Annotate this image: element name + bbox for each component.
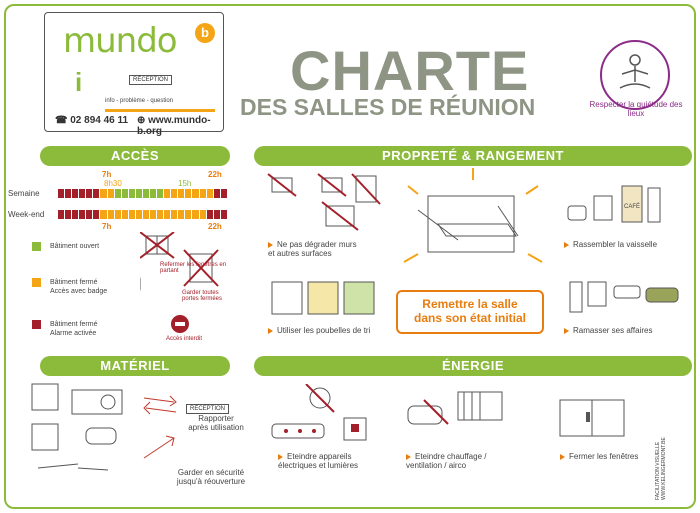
section-energie-banner: ÉNERGIE (254, 356, 692, 376)
cafe-label: CAFÉ (624, 204, 641, 210)
page-title: CHARTE (290, 39, 530, 102)
time-22h-weekend: 22h (208, 222, 222, 231)
note-forbidden: Accès interdit (166, 336, 203, 342)
window-icon (559, 399, 625, 437)
rule-windows: Fermer les fenêtres (560, 452, 638, 461)
contact-phone: ☎ 02 894 46 11 (55, 115, 129, 126)
meeting-room-icon (403, 168, 543, 263)
rule-belongings: Ramasser ses affaires (564, 326, 652, 335)
arrows-icon (143, 395, 177, 459)
legend-open-label: Bâtiment ouvert (50, 243, 100, 250)
schedule-weekday-bar (58, 189, 228, 198)
note-doors: Garder toutes portes fermées (182, 290, 223, 302)
time-15h: 15h (178, 179, 192, 188)
time-8h30: 8h30 (104, 179, 122, 188)
section-proprete-banner: PROPRETÉ & RANGEMENT (254, 146, 692, 166)
lights-off-icon (271, 384, 367, 441)
rule-lights: Eteindre appareils électriques et lumièr… (278, 452, 359, 470)
time-7h-weekend: 7h (102, 222, 112, 231)
windows-doors-icon (140, 232, 219, 333)
legend-alarm-label: Bâtiment fermé Alarme activée (50, 321, 98, 337)
time-22h: 22h (208, 170, 222, 179)
rule-keep: Garder en sécurité jusqu'à réouverture (176, 468, 246, 486)
meditation-icon (600, 40, 670, 110)
schedule-weekend-bar (58, 210, 228, 219)
logo-card: mundo b i RÉCEPTION info - problème - qu… (44, 12, 224, 137)
brand-logo: mundo (63, 21, 178, 61)
legend-badge-swatch (32, 278, 41, 287)
label-semaine: Semaine (8, 189, 40, 198)
rule-dishes: Rassembler la vaisselle (564, 240, 657, 249)
contact-website[interactable]: ⊕ www.mundo-b.org (137, 115, 211, 137)
page-subtitle: DES SALLES DE RÉUNION (240, 94, 536, 120)
legend-open-swatch (32, 242, 41, 251)
no-graffiti-icon (267, 173, 381, 231)
rule-walls: Ne pas dégrader murs et autres surfaces (268, 240, 357, 258)
materiel-reception-sign: RÉCEPTION (186, 404, 230, 414)
label-weekend: Week-end (8, 210, 45, 219)
card-ruler (105, 109, 215, 112)
note-windows: Refermer les fenêtres en partant (160, 262, 227, 274)
time-7h: 7h (102, 170, 112, 179)
section-materiel-banner: MATÉRIEL (40, 356, 230, 376)
rule-bins: Utiliser les poubelles de tri (268, 326, 370, 335)
brand-badge: b (195, 23, 215, 43)
legend-alarm-swatch (32, 320, 41, 329)
rule-heating: Eteindre chauffage / ventilation / airco (406, 452, 487, 470)
page-frame (4, 4, 696, 509)
info-icon: i (75, 67, 83, 97)
heating-off-icon (407, 391, 503, 425)
credit-text: FACILITATION VISUELLE WWW.KELINGERMONT.B… (655, 437, 667, 500)
dishes-icon (567, 185, 661, 223)
reset-room-box: Remettre la salle dans son état initial (396, 290, 544, 334)
sorting-bins-icon (271, 281, 375, 315)
legend-badge-label: Bâtiment fermé Accès avec badge (50, 279, 108, 295)
equipment-icon (31, 383, 123, 471)
card-tagline: info - problème - question (105, 98, 174, 104)
quiet-note: Respecter la quiétude des lieux (589, 100, 683, 118)
section-acces-banner: ACCÈS (40, 146, 230, 166)
reception-sign: RÉCEPTION (129, 75, 173, 85)
rule-return: Rapporter après utilisation (188, 414, 244, 432)
belongings-icon (569, 281, 679, 313)
